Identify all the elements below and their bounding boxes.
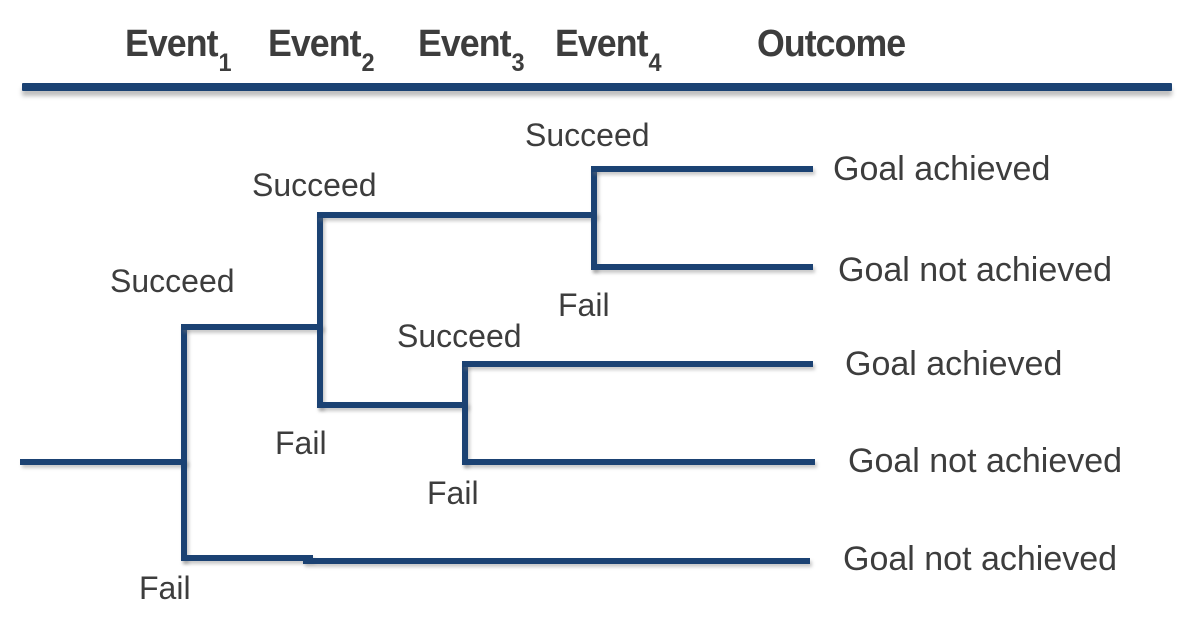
edge-event1-fail-seg1: [181, 555, 313, 561]
outcome-label-2: Goal not achieved: [838, 251, 1113, 289]
header-event4: Event4: [555, 23, 662, 77]
header-divider-line: [22, 83, 1172, 91]
edge-event1-fail-seg2: [303, 558, 810, 564]
edge-event4-fail: [591, 264, 813, 270]
outcome-label-3: Goal achieved: [845, 345, 1063, 383]
branch-label-event1-succeed: Succeed: [110, 263, 235, 299]
branch-label-event2-succeed: Succeed: [252, 167, 377, 203]
header-event3: Event3: [418, 23, 525, 77]
header-event1: Event1: [125, 23, 232, 77]
branch-label-event1-fail: Fail: [139, 570, 191, 606]
branch-label-event3-succeed: Succeed: [397, 318, 522, 354]
branch-label-event2-fail: Fail: [275, 425, 327, 461]
edge-event1-succeed: [181, 324, 323, 330]
outcome-label-1: Goal achieved: [833, 150, 1051, 188]
edge-event3-fail: [462, 459, 815, 465]
edge-event3-succeed: [462, 361, 813, 367]
header-outcome: Outcome: [757, 23, 906, 65]
edge-event4-succeed: [591, 166, 813, 172]
edge-root: [20, 459, 187, 465]
branch-label-event3-fail: Fail: [427, 475, 479, 511]
edge-event2-vertical: [317, 212, 323, 408]
edge-event2-fail: [317, 402, 468, 408]
branch-label-event4-fail: Fail: [558, 287, 610, 323]
edge-event2-succeed: [317, 212, 597, 218]
edge-event1-vertical: [181, 324, 187, 561]
edge-event3-vertical: [462, 361, 468, 465]
outcome-label-5: Goal not achieved: [843, 540, 1118, 578]
header-event2: Event2: [268, 23, 375, 77]
edge-event4-vertical: [591, 166, 597, 270]
outcome-label-4: Goal not achieved: [848, 442, 1123, 480]
branch-label-event4-succeed: Succeed: [525, 117, 650, 153]
